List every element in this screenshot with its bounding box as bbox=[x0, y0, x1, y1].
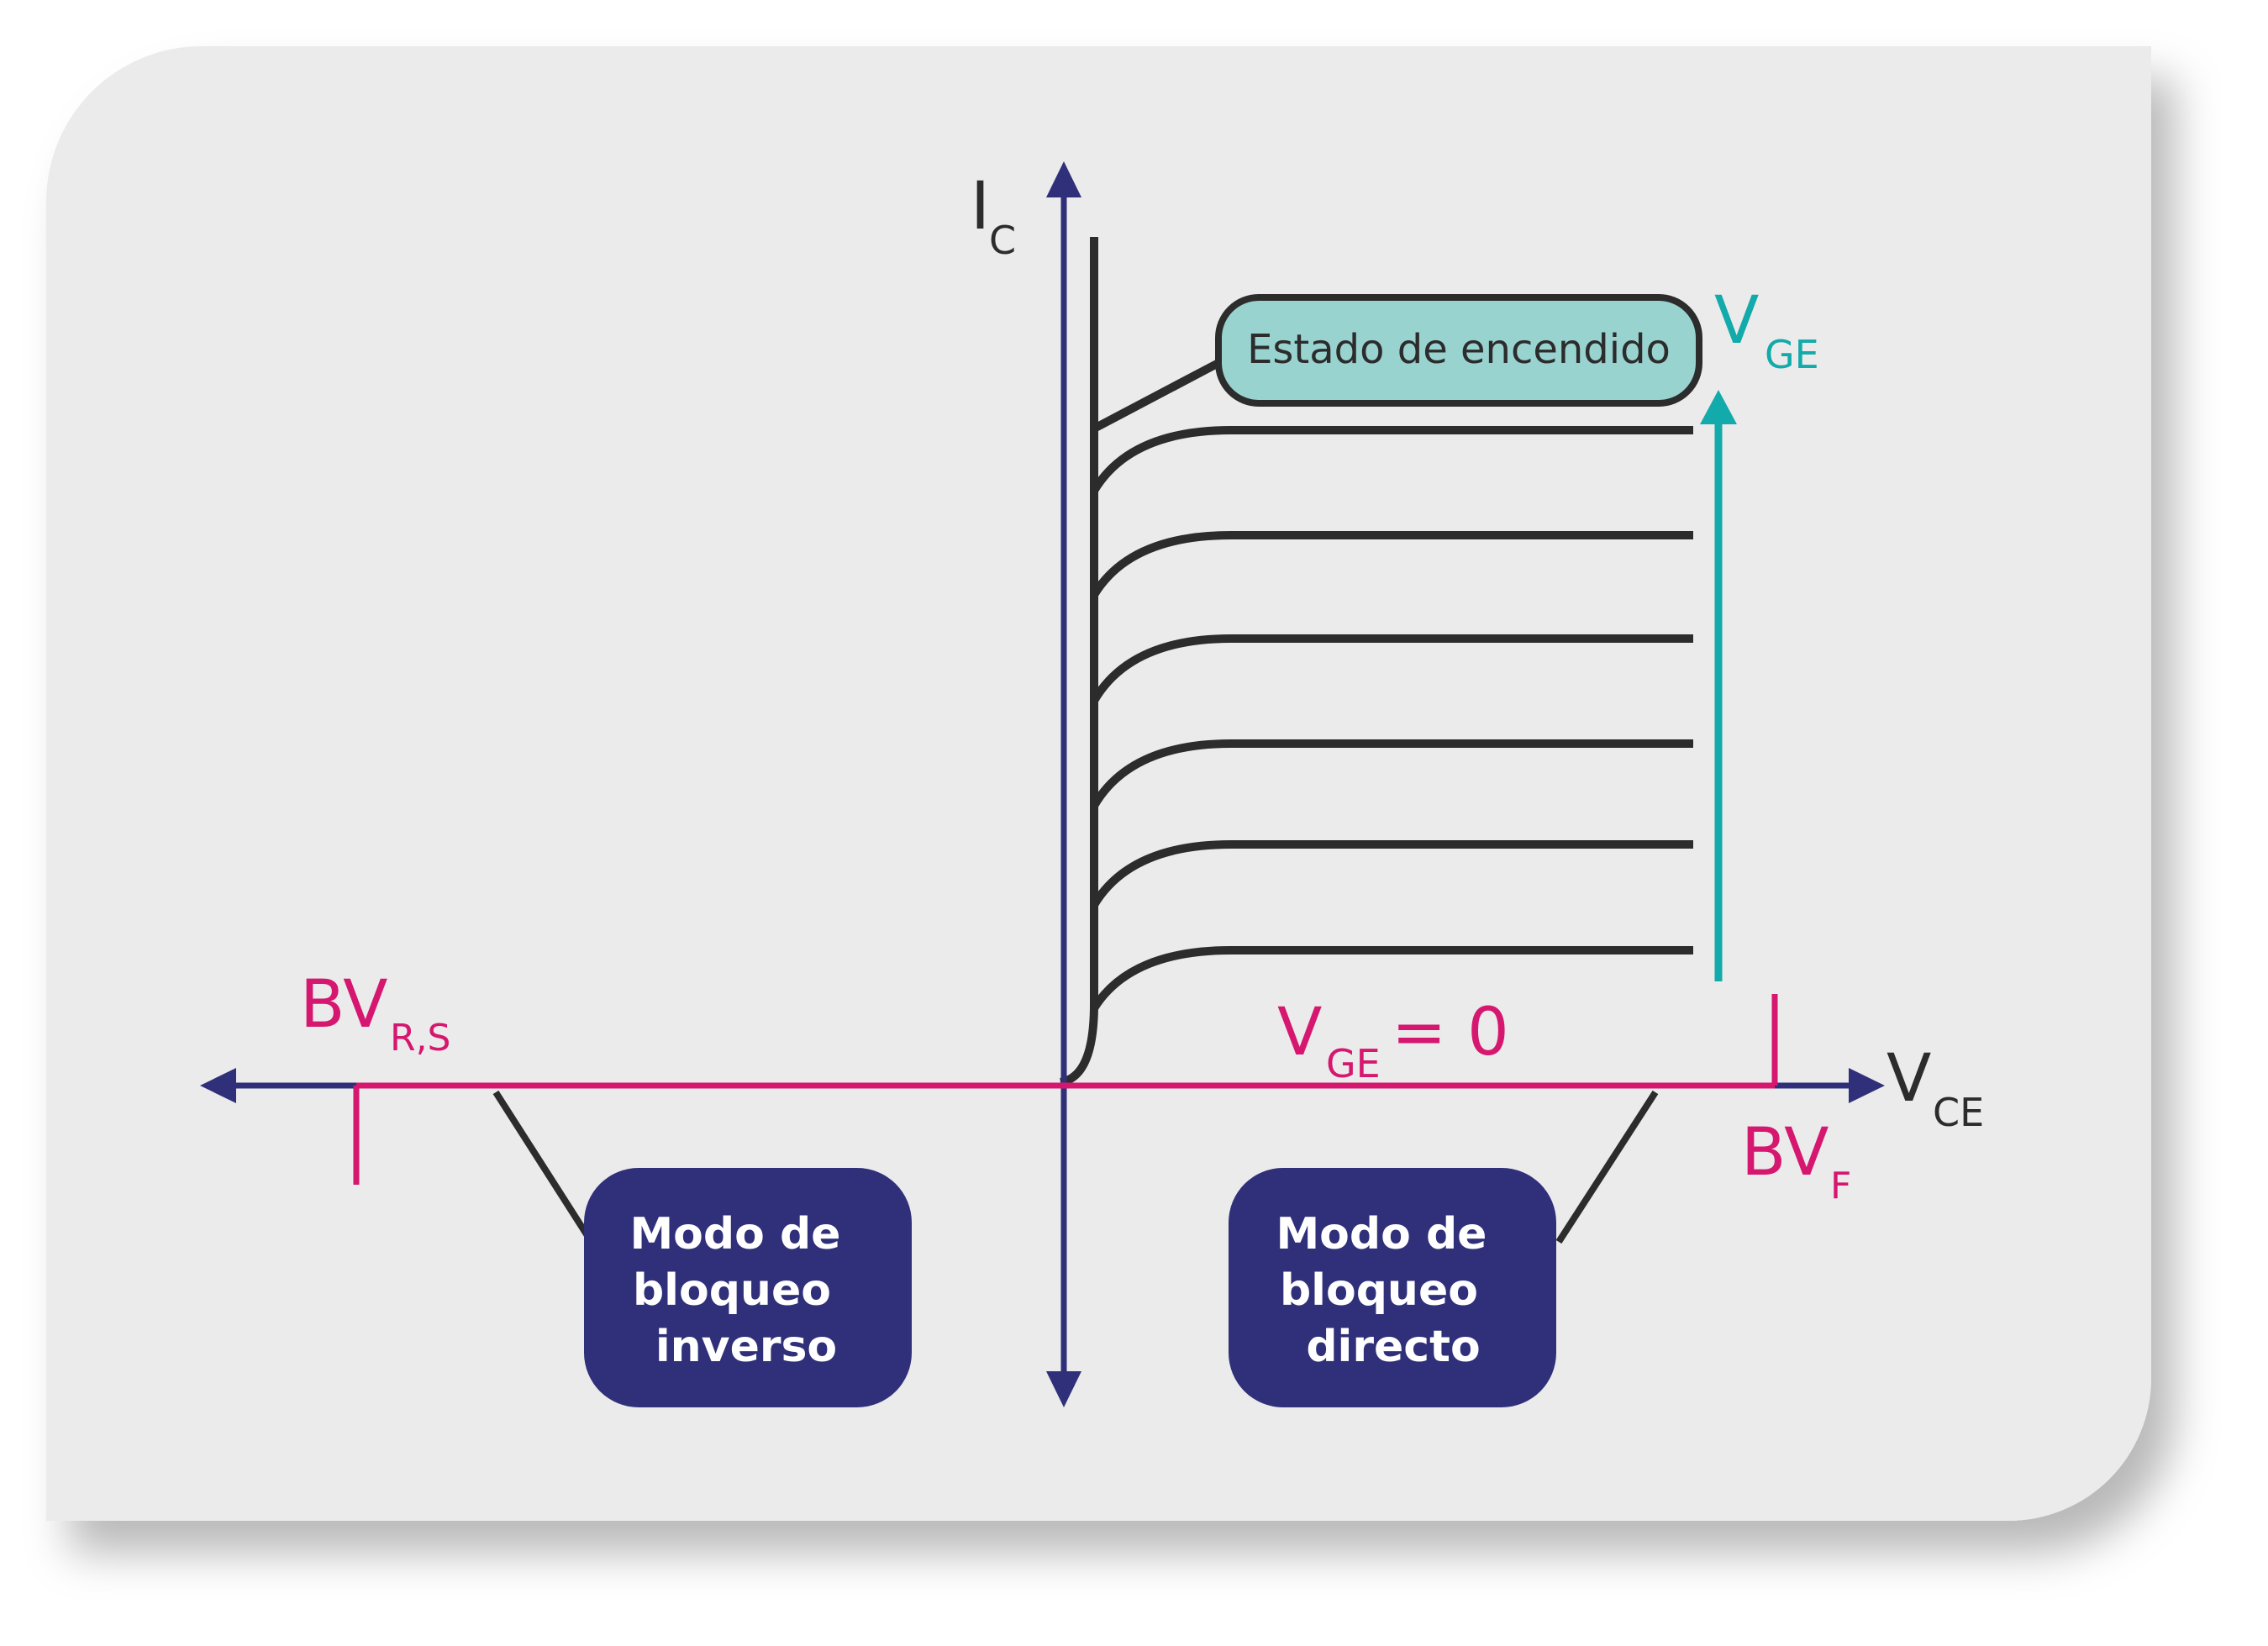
forward-box-line-1: Modo de bbox=[1276, 1209, 1487, 1259]
blocking-characteristic bbox=[353, 994, 1778, 1185]
curve-5 bbox=[1090, 531, 1693, 597]
reverse-blocking-box bbox=[584, 1168, 912, 1407]
teal-arrow-up-icon bbox=[1700, 390, 1737, 424]
arrow-left-icon bbox=[200, 1068, 236, 1103]
forward-box-line-2: bloqueo bbox=[1280, 1265, 1478, 1316]
vge-zero-label: V GE = 0 bbox=[1277, 995, 1509, 1086]
reverse-box-line-2: bloqueo bbox=[633, 1265, 831, 1316]
forward-box-line-3: directo bbox=[1306, 1322, 1480, 1372]
curve-4 bbox=[1090, 634, 1693, 703]
reverse-box-line-3: inverso bbox=[655, 1322, 837, 1372]
arrow-up-icon bbox=[1046, 161, 1081, 197]
arrow-right-icon bbox=[1849, 1068, 1885, 1103]
curve-low-current bbox=[1059, 1003, 1098, 1086]
bv-reverse-label: BV R,S bbox=[300, 967, 451, 1060]
curve-1 bbox=[1090, 946, 1693, 1011]
box-connectors bbox=[492, 1090, 1659, 1246]
y-axis-label: I C bbox=[971, 169, 1016, 263]
on-state-label: Estado de encendido bbox=[1247, 326, 1671, 373]
curve-3 bbox=[1090, 739, 1693, 808]
vge-arrow-label: V GE bbox=[1714, 283, 1819, 377]
output-curves bbox=[1059, 237, 1693, 1086]
card-background bbox=[46, 46, 2151, 1521]
arrow-down-icon bbox=[1046, 1371, 1081, 1407]
forward-blocking-box bbox=[1229, 1168, 1556, 1407]
on-state-connector bbox=[1092, 359, 1221, 433]
reverse-box-line-1: Modo de bbox=[629, 1209, 840, 1259]
svg-text:Modo de bloqueo direct: Modo de bloqueo directo bbox=[1276, 1209, 1502, 1372]
curve-2 bbox=[1090, 840, 1693, 907]
curve-6 bbox=[1090, 426, 1693, 493]
bv-forward-label: BV F bbox=[1741, 1115, 1851, 1207]
on-state-box bbox=[1215, 294, 1702, 407]
forward-connector bbox=[1555, 1090, 1659, 1244]
svg-text:Modo de bloqueo invers: Modo de bloqueo inverso bbox=[629, 1209, 855, 1372]
reverse-connector bbox=[492, 1090, 596, 1246]
x-axis-label: V CE bbox=[1886, 1041, 1984, 1135]
